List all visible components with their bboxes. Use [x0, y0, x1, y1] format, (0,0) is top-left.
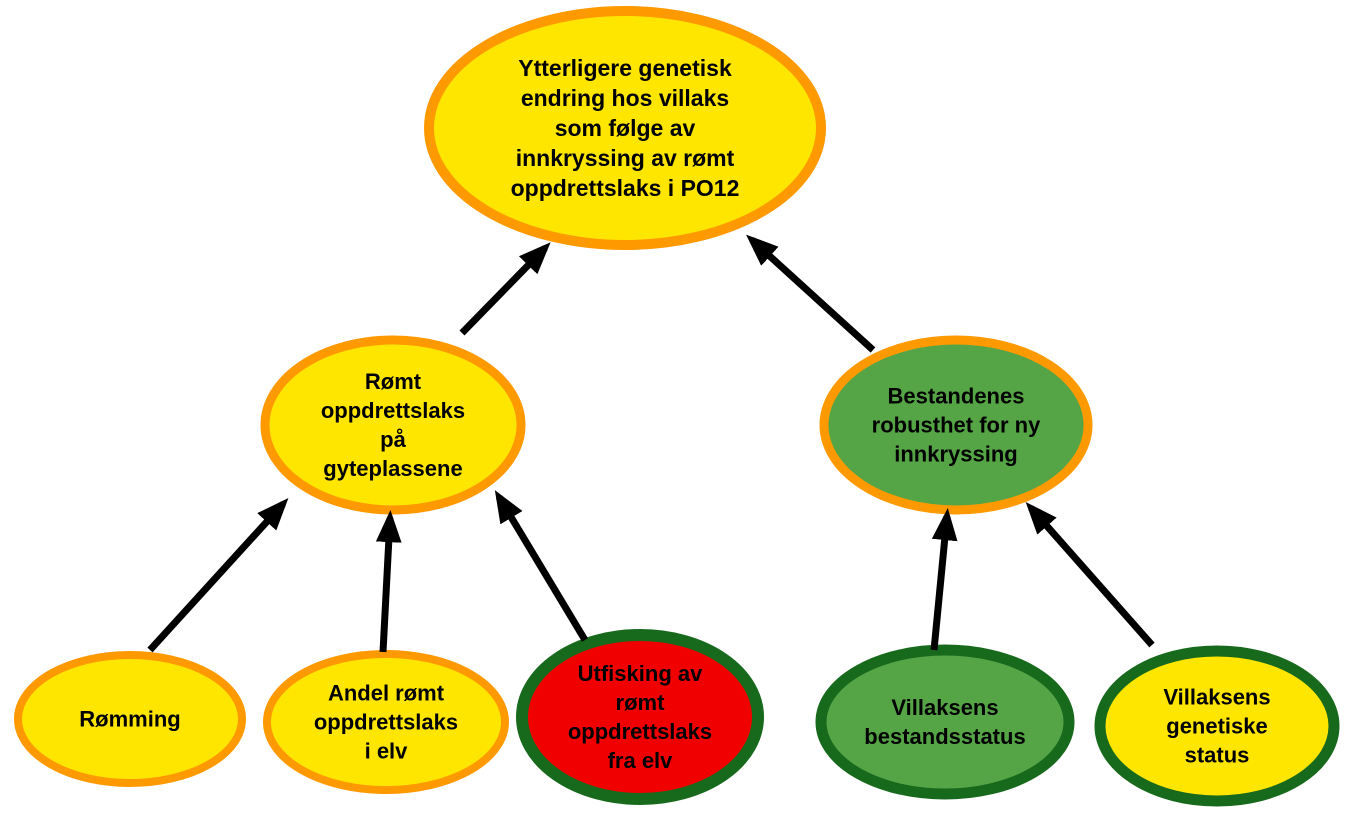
- arrow-utfisking-fra-elv-to-romt-pa-gyteplassene: [494, 490, 588, 642]
- node-label-romming: Rømming: [79, 707, 180, 732]
- node-shape-romt-pa-gyteplassene: [260, 335, 526, 515]
- node-shape-ytterligere-genetisk-endring: [424, 6, 826, 250]
- node-shape-villaksens-genetiske-status: [1094, 645, 1340, 807]
- node-shape-utfisking-fra-elv: [516, 629, 764, 805]
- arrow-andel-romt-i-elv-to-romt-pa-gyteplassene: [375, 509, 402, 653]
- node-shape-andel-romt-i-elv: [263, 650, 509, 794]
- node-shape-villaksens-bestandsstatus: [815, 644, 1075, 800]
- arrow-bestandenes-robusthet-to-ytterligere-genetisk-endring: [746, 234, 876, 353]
- arrow-villaksens-genetiske-status-to-bestandenes-robusthet: [1025, 501, 1155, 648]
- node-romming: Rømming: [14, 651, 246, 787]
- arrow-villaksens-bestandsstatus-to-bestandenes-robusthet: [930, 507, 958, 651]
- node-shape-romming: [14, 651, 246, 787]
- arrow-romt-pa-gyteplassene-to-ytterligere-genetisk-endring: [459, 242, 551, 336]
- arrow-romming-to-romt-pa-gyteplassene: [147, 498, 289, 653]
